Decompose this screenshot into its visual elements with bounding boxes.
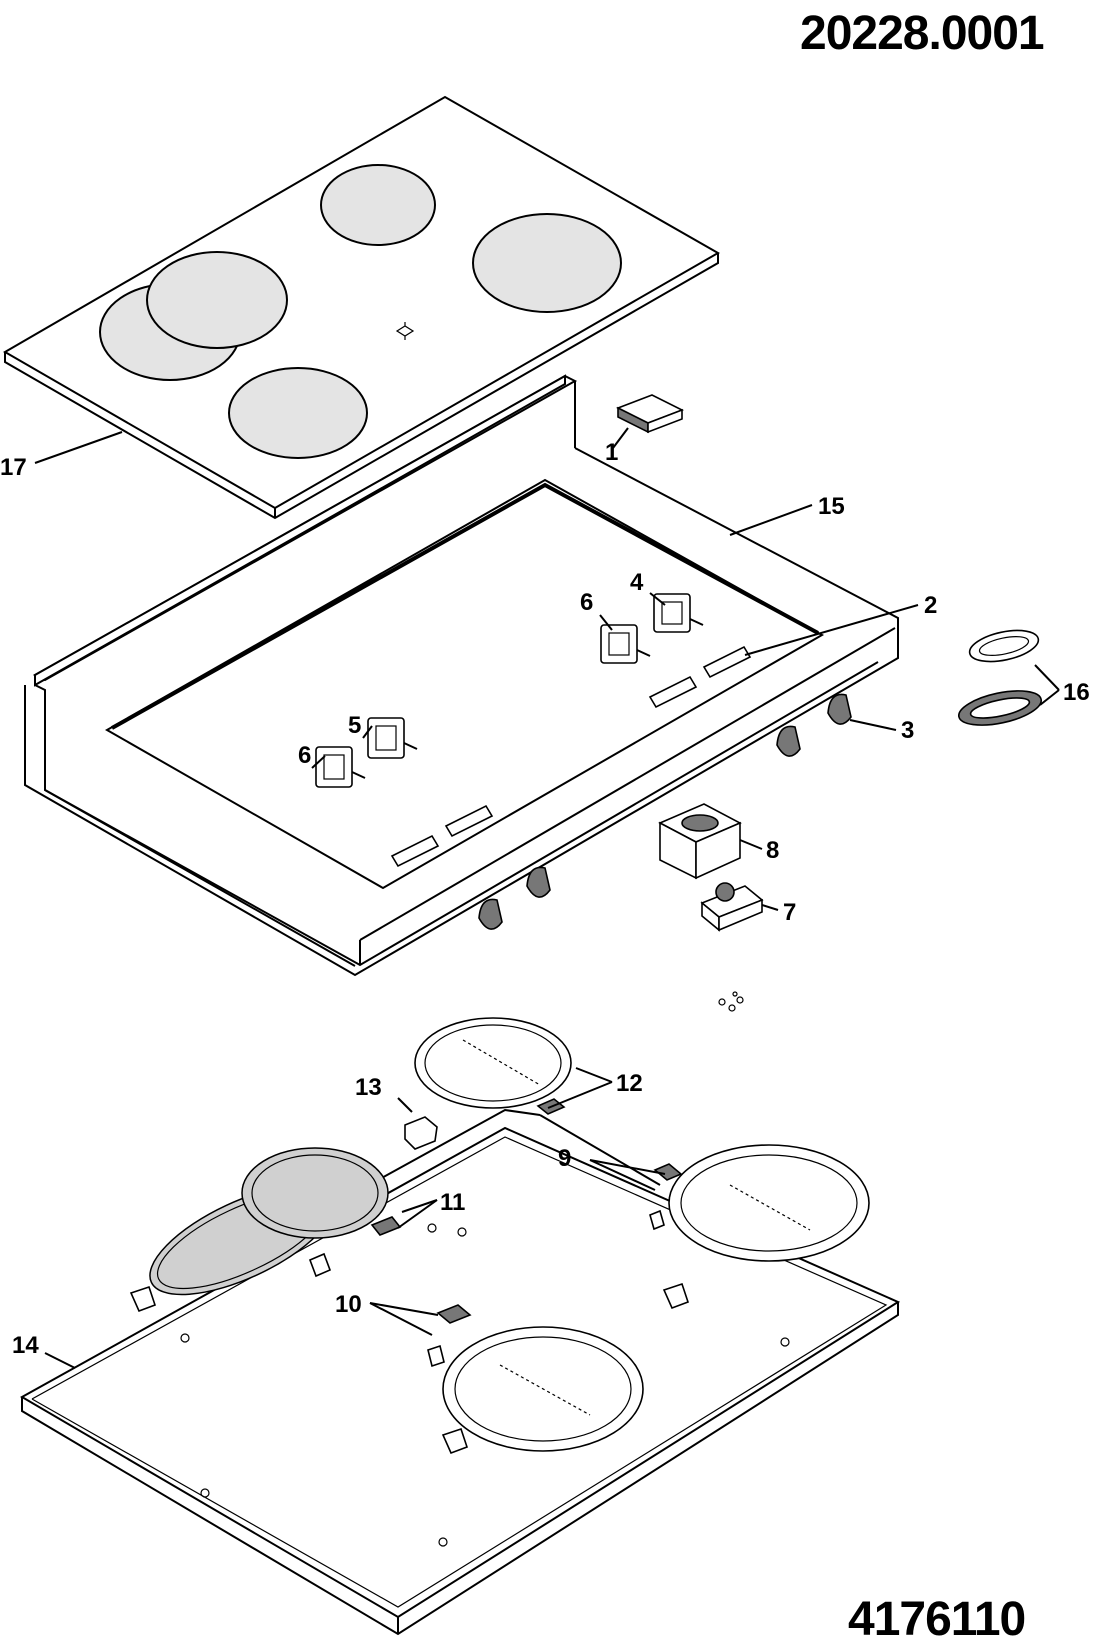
clips-part-13: [129, 1116, 690, 1455]
cooking-zone-rear-center: [320, 164, 436, 246]
leader-lines: [34, 427, 1060, 1369]
bracket-right-a: [648, 675, 698, 709]
callout-7: 7: [783, 899, 796, 926]
callout-6-right: 6: [580, 589, 593, 616]
callout-labels: 17 1 15 2 4 6 16 3 5 6 8 7 12 13 9 11 10…: [0, 439, 1090, 1359]
bracket-right-b: [702, 645, 752, 679]
terminal-block-part-7: [700, 882, 764, 932]
bracket-left-b: [444, 804, 494, 838]
callout-14: 14: [12, 1332, 39, 1359]
bracket-left-a: [390, 834, 440, 868]
callout-4: 4: [630, 569, 644, 596]
callout-12: 12: [616, 1070, 643, 1097]
callout-5: 5: [348, 712, 361, 739]
knob-left-rear: [526, 866, 551, 898]
screws: [718, 991, 744, 1012]
switch-part-6-left: [315, 746, 366, 788]
cooking-zone-left-inner: [146, 251, 288, 349]
switch-part-6-right: [600, 624, 651, 664]
indicator-lamp-part-1: [616, 394, 684, 434]
box-part-8: [658, 803, 742, 880]
center-logo-mark: [395, 322, 415, 340]
callout-10: 10: [335, 1291, 362, 1318]
callout-3: 3: [901, 717, 914, 744]
callout-6-left: 6: [298, 742, 311, 769]
knob-right-rear: [827, 693, 852, 725]
callout-2: 2: [924, 592, 937, 619]
callout-15: 15: [818, 493, 845, 520]
glass-cooktop-part-17: [3, 95, 721, 520]
element-right-part-9: [649, 1144, 870, 1262]
callout-17: 17: [0, 454, 27, 481]
knob-rings-part-16: [957, 629, 1043, 726]
callout-11: 11: [440, 1189, 465, 1216]
callout-16: 16: [1063, 679, 1090, 706]
part-number-bottom: 4176110: [848, 1593, 1026, 1646]
callout-8: 8: [766, 837, 779, 864]
switch-part-4: [653, 593, 704, 633]
knob-left-front: [478, 898, 503, 930]
element-left-dual-part-11: [149, 1147, 402, 1296]
callout-1: 1: [605, 439, 618, 466]
knob-right-front: [776, 725, 801, 757]
cooking-zone-right-large: [472, 213, 622, 313]
callout-9: 9: [558, 1145, 571, 1172]
switch-part-5: [367, 717, 418, 759]
cooktop-frame-part-15: [24, 374, 899, 977]
element-front-part-10: [427, 1304, 644, 1452]
element-rear-part-12: [414, 1017, 572, 1115]
drawing-number-top: 20228.0001: [800, 7, 1045, 60]
cooking-zone-front: [228, 367, 368, 459]
callout-13: 13: [355, 1074, 382, 1101]
